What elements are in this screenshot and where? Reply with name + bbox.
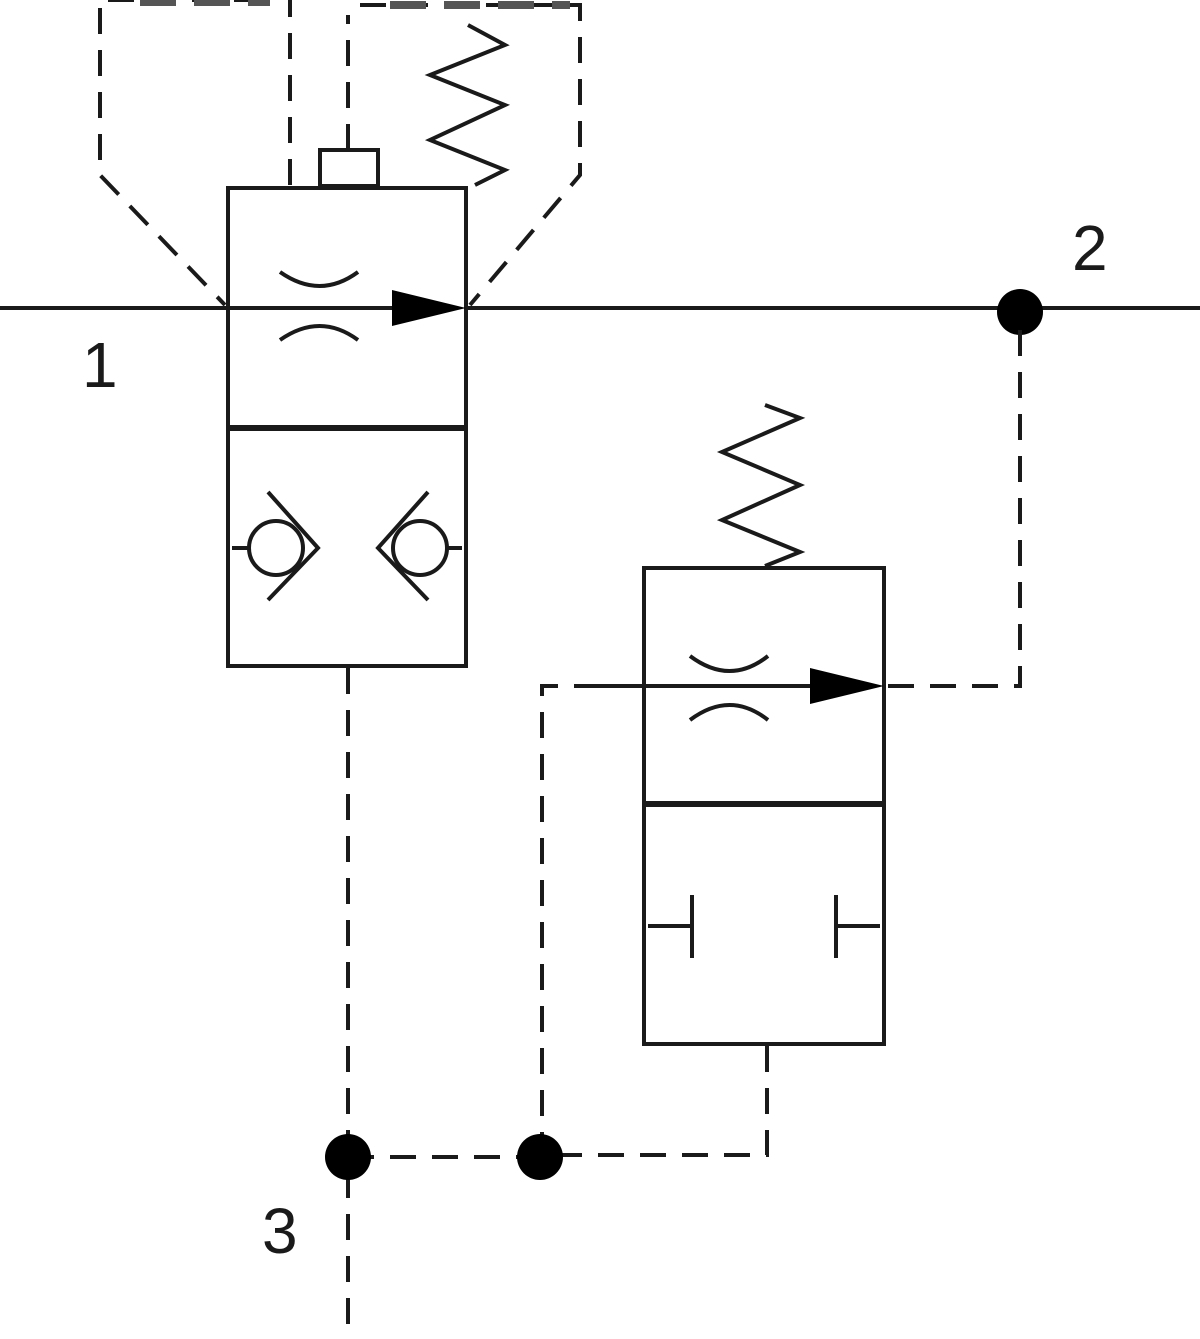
pilot-line-left-of-secondary [540,684,600,1155]
main-flow-line [0,289,1200,335]
port-3-label: 3 [262,1195,298,1267]
secondary-valve-blocked-ports-icon [648,895,880,958]
main-valve [226,23,511,668]
secondary-valve [600,403,886,1046]
flow-arrow-icon [392,290,466,326]
exhaust-line-secondary-bottom [542,1046,769,1157]
main-valve-lower-envelope [226,426,468,668]
secondary-flow-arrow-icon [810,668,884,704]
pilot-dashed-outlines [98,0,582,307]
junction-port-2 [997,289,1043,335]
manual-operator-button [318,148,380,188]
junction-exhaust-left [325,1134,371,1180]
left-pilot-outline [98,0,260,307]
port-1-label: 1 [82,329,118,401]
port-2-label: 2 [1072,212,1108,284]
main-valve-throttle-icon [278,270,360,342]
secondary-valve-throttle-icon [688,654,770,722]
secondary-valve-spring-icon [716,403,806,568]
dashed-connections [325,330,1022,1339]
main-valve-check-valves-icon [232,490,462,602]
pilot-line-from-port-2 [884,330,1022,688]
main-valve-spring-icon [424,23,511,187]
junction-exhaust-right [517,1134,563,1180]
